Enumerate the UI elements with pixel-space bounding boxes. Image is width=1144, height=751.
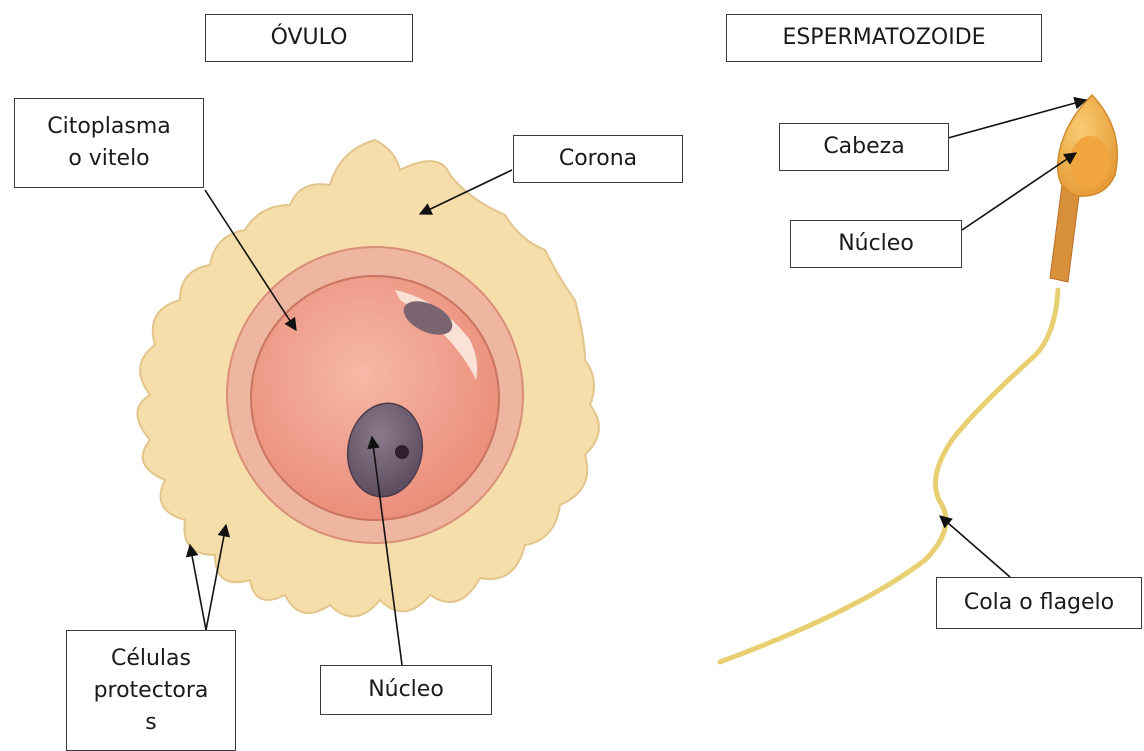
ovulo-title: ÓVULO [205, 14, 413, 62]
label-citoplasma-line1: Citoplasma [47, 111, 171, 143]
label-cola-flagelo: Cola o flagelo [936, 577, 1142, 629]
label-cola-flagelo-text: Cola o flagelo [964, 587, 1114, 619]
label-citoplasma-line2: o vitelo [68, 143, 149, 175]
label-corona-text: Corona [559, 143, 637, 175]
label-celulas-line3: s [145, 707, 156, 739]
label-celulas-line2: protectora [94, 675, 209, 707]
label-nucleo-espermatozoide-text: Núcleo [838, 228, 914, 260]
label-nucleo-ovulo: Núcleo [320, 665, 492, 715]
espermatozoide-title-text: ESPERMATOZOIDE [782, 22, 985, 54]
label-corona: Corona [513, 135, 683, 183]
ovulo-title-text: ÓVULO [271, 22, 348, 54]
nucleolus [395, 445, 409, 459]
espermatozoide-title: ESPERMATOZOIDE [726, 14, 1042, 62]
sperm-midpiece [1050, 185, 1080, 282]
arrow-celulas-1 [190, 545, 206, 630]
label-nucleo-espermatozoide: Núcleo [790, 220, 962, 268]
label-celulas-line1: Células [111, 643, 191, 675]
label-celulas-protectoras: Células protectora s [66, 630, 236, 751]
label-citoplasma: Citoplasma o vitelo [14, 98, 204, 188]
label-cabeza: Cabeza [779, 123, 949, 171]
label-nucleo-ovulo-text: Núcleo [368, 674, 444, 706]
sperm-nucleus [1070, 136, 1110, 188]
label-cabeza-text: Cabeza [823, 131, 904, 163]
ovum-illustration [138, 140, 599, 616]
arrow-cola [940, 516, 1010, 577]
